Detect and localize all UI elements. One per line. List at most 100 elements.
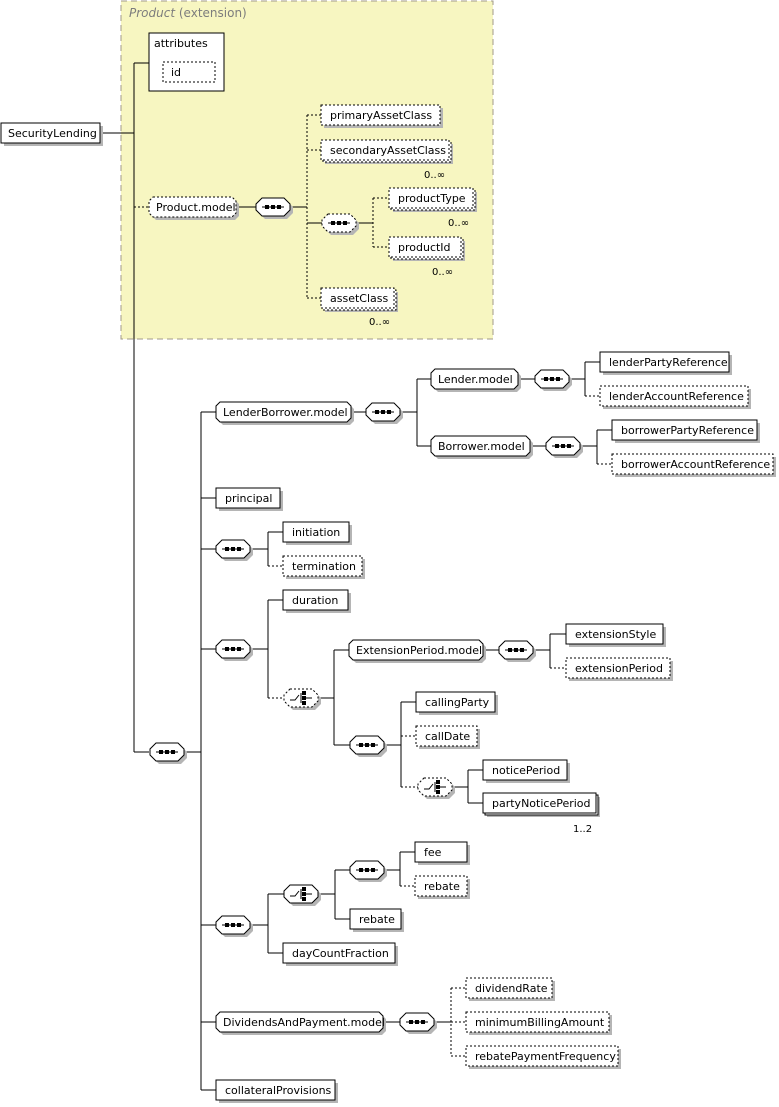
extension-style-label: extensionStyle: [575, 628, 656, 641]
attributes-label: attributes: [154, 37, 208, 50]
security-lending-root-element[interactable]: SecurityLending: [0, 122, 103, 146]
primary-asset-class-element[interactable]: primaryAssetClass: [320, 104, 443, 128]
svg-text:Product (extension): Product (extension): [129, 6, 247, 20]
lender-borrower-model-label: LenderBorrower.model: [223, 406, 348, 419]
schema-nodes: SecurityLending attributes idProduct.model…: [0, 32, 776, 1103]
initiation-label: initiation: [292, 526, 340, 539]
principal-label: principal: [225, 492, 272, 505]
duration-label: duration: [292, 594, 338, 607]
party-notice-period-occurrence: 1..2: [573, 824, 592, 835]
rebate-element[interactable]: rebate: [349, 908, 404, 932]
product-type-id-sequence-icon[interactable]: [321, 213, 359, 235]
product-type-occurrence: 0..∞: [448, 218, 469, 229]
borrower-sequence-icon[interactable]: [545, 436, 583, 458]
day-count-fraction-label: dayCountFraction: [292, 947, 389, 960]
connector-lines: [103, 62, 612, 1091]
lender-account-reference-element[interactable]: lenderAccountReference: [599, 385, 751, 409]
rebate-optional-label: rebate: [424, 880, 460, 893]
rebate-payment-frequency-label: rebatePaymentFrequency: [475, 1050, 616, 1063]
asset-class-element[interactable]: assetClass: [320, 287, 398, 312]
borrower-account-reference-element[interactable]: borrowerAccountReference: [611, 453, 776, 477]
rebate-payment-frequency-element[interactable]: rebatePaymentFrequency: [465, 1045, 621, 1069]
borrower-model-group[interactable]: Borrower.model: [430, 435, 533, 459]
dividend-rate-label: dividendRate: [475, 982, 548, 995]
extension-period-model-group[interactable]: ExtensionPeriod.model: [348, 639, 486, 663]
party-notice-period-label: partyNoticePeriod: [492, 797, 591, 810]
asset-class-occurrence: 0..∞: [369, 317, 390, 328]
occurrence-labels: 0..∞ 0..∞ 0..∞ 0..∞ 1..2: [369, 170, 592, 835]
fee-label: fee: [424, 846, 442, 859]
calling-sequence-icon[interactable]: [349, 735, 387, 757]
lender-account-reference-label: lenderAccountReference: [609, 390, 744, 403]
initiation-element[interactable]: initiation: [282, 521, 352, 545]
fee-rebate-seq-sequence-icon[interactable]: [349, 860, 387, 882]
calling-party-element[interactable]: callingParty: [415, 691, 498, 715]
extension-period-label: extensionPeriod: [575, 662, 663, 675]
party-notice-period-element[interactable]: partyNoticePeriod: [482, 792, 600, 817]
lender-sequence-icon[interactable]: [534, 369, 572, 391]
termination-element[interactable]: termination: [282, 555, 365, 579]
borrower-account-reference-label: borrowerAccountReference: [621, 458, 770, 471]
id-attribute[interactable]: id: [162, 61, 216, 83]
notice-period-label: noticePeriod: [492, 764, 560, 777]
product-type-label: productType: [398, 192, 466, 205]
product-model-sequence-icon[interactable]: [255, 197, 293, 219]
id-label: id: [171, 66, 181, 79]
minimum-billing-amount-label: minimumBillingAmount: [475, 1016, 605, 1029]
fee-rebate-choice-icon[interactable]: [283, 884, 321, 906]
call-date-label: callDate: [425, 730, 470, 743]
attributes-box[interactable]: attributes id: [148, 32, 225, 92]
lender-borrower-sequence-icon[interactable]: [365, 402, 403, 424]
primary-asset-class-label: primaryAssetClass: [330, 109, 432, 122]
minimum-billing-amount-element[interactable]: minimumBillingAmount: [465, 1011, 612, 1035]
extension-period-sequence-icon[interactable]: [498, 640, 536, 662]
notice-period-element[interactable]: noticePeriod: [482, 759, 570, 783]
extension-style-element[interactable]: extensionStyle: [565, 623, 666, 647]
rebate-optional-element[interactable]: rebate: [414, 875, 470, 899]
product-type-element[interactable]: productType: [388, 187, 477, 212]
duration-extension-sequence-icon[interactable]: [215, 639, 253, 661]
dividends-and-payment-model-group[interactable]: DividendsAndPayment.model: [215, 1011, 386, 1035]
termination-label: termination: [292, 560, 356, 573]
collateral-provisions-label: collateralProvisions: [225, 1084, 332, 1097]
collateral-provisions-element[interactable]: collateralProvisions: [215, 1079, 338, 1103]
product-id-occurrence: 0..∞: [432, 267, 453, 278]
main-sequence-icon[interactable]: [149, 742, 187, 764]
extension-suffix-label: (extension): [179, 6, 247, 20]
lender-model-label: Lender.model: [438, 373, 513, 386]
call-date-element[interactable]: callDate: [415, 725, 480, 749]
duration-element[interactable]: duration: [282, 589, 351, 613]
initiation-termination-sequence-icon[interactable]: [215, 539, 253, 561]
product-model-group[interactable]: Product.model: [148, 196, 239, 220]
principal-element[interactable]: principal: [215, 487, 283, 511]
security-lending-label: SecurityLending: [8, 127, 97, 140]
fee-daycount-sequence-icon[interactable]: [215, 915, 253, 937]
secondary-asset-class-label: secondaryAssetClass: [330, 144, 446, 157]
day-count-fraction-element[interactable]: dayCountFraction: [282, 942, 398, 966]
rebate-label: rebate: [359, 913, 395, 926]
extension-period-element[interactable]: extensionPeriod: [565, 657, 673, 681]
lender-party-reference-label: lenderPartyReference: [609, 356, 728, 369]
asset-class-label: assetClass: [330, 292, 388, 305]
product-id-element[interactable]: productId: [388, 236, 465, 261]
secondary-asset-class-element[interactable]: secondaryAssetClass: [320, 139, 453, 164]
extension-base-label: Product: [129, 6, 176, 20]
borrower-party-reference-label: borrowerPartyReference: [621, 424, 754, 437]
dividends-and-payment-model-label: DividendsAndPayment.model: [223, 1016, 385, 1029]
fee-element[interactable]: fee: [414, 841, 470, 865]
product-id-label: productId: [398, 241, 451, 254]
extension-choice-icon[interactable]: [283, 688, 321, 710]
dividends-sequence-icon[interactable]: [399, 1012, 437, 1034]
lender-party-reference-element[interactable]: lenderPartyReference: [599, 351, 732, 375]
dividend-rate-element[interactable]: dividendRate: [465, 977, 555, 1001]
product-model-label: Product.model: [156, 201, 236, 214]
notice-choice-icon[interactable]: [417, 777, 455, 799]
extension-period-model-label: ExtensionPeriod.model: [356, 644, 482, 657]
lender-model-group[interactable]: Lender.model: [430, 368, 521, 392]
borrower-party-reference-element[interactable]: borrowerPartyReference: [611, 419, 760, 443]
calling-party-label: callingParty: [425, 696, 490, 709]
borrower-model-label: Borrower.model: [438, 440, 525, 453]
secondary-asset-class-occurrence: 0..∞: [424, 170, 445, 181]
lender-borrower-model-group[interactable]: LenderBorrower.model: [215, 401, 354, 425]
